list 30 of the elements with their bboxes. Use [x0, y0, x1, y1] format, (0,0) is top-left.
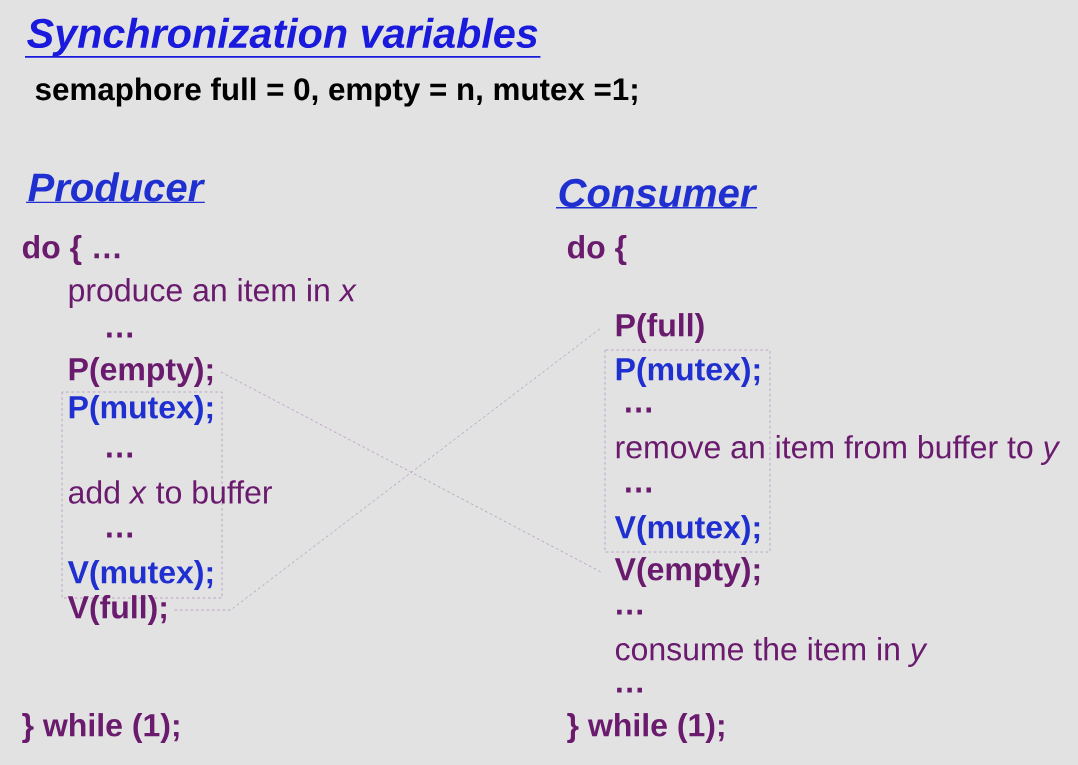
code-line: P(full) — [616, 313, 704, 343]
code-line: P(empty); — [69, 357, 213, 387]
code-line: add x to buffer — [68, 480, 272, 504]
code-line: } while (1); — [22, 713, 179, 743]
code-line: … — [107, 452, 132, 458]
connector-line — [174, 327, 602, 611]
code-line: V(empty); — [614, 557, 760, 587]
code-line: produce an item in x — [69, 278, 357, 308]
connector-line — [220, 371, 602, 573]
code-line: … — [626, 407, 651, 413]
code-line: … — [617, 687, 642, 693]
code-line: consume the item in y — [615, 637, 928, 667]
declaration-line: semaphore full = 0, empty = n, mutex =1; — [35, 77, 637, 107]
code-line: P(mutex); — [616, 357, 760, 387]
section-heading: Producer — [28, 172, 205, 202]
code-line: … — [107, 332, 132, 338]
code-line: V(full); — [67, 595, 166, 625]
title: Synchronization variables — [27, 17, 538, 57]
critical-section-frame — [604, 349, 771, 553]
code-line: … — [107, 532, 132, 538]
code-line: P(mutex); — [69, 395, 213, 425]
section-heading: Consumer — [559, 178, 758, 208]
code-line: do { … — [22, 235, 120, 265]
code-line: V(mutex); — [614, 515, 760, 545]
code-line: … — [626, 487, 651, 493]
code-line: do { — [567, 235, 627, 265]
code-line: … — [617, 609, 642, 615]
code-line: } while (1); — [567, 713, 724, 743]
code-line: remove an item from buffer to y — [616, 435, 1061, 465]
code-line: V(mutex); — [67, 560, 213, 590]
